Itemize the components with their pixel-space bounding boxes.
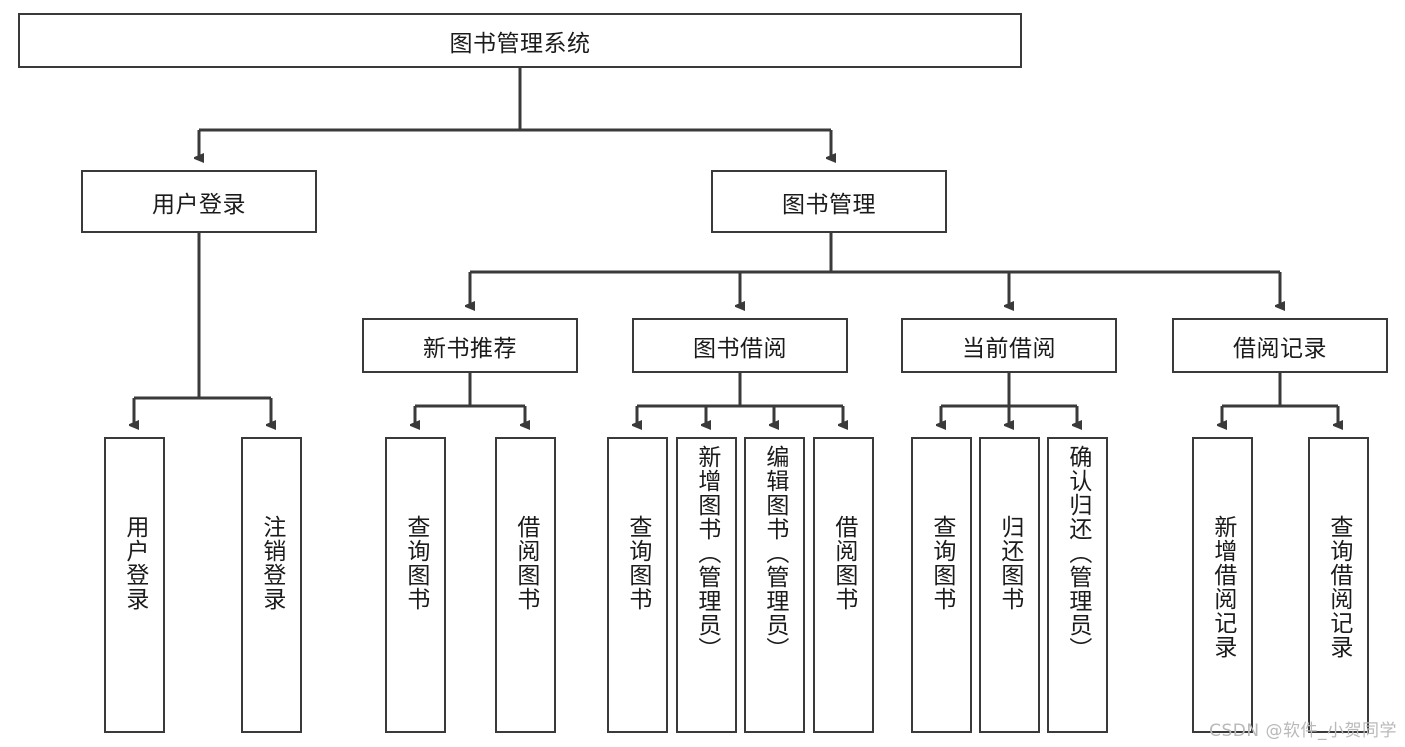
node-new-book-recommend-label: 新书推荐 (423, 335, 517, 362)
leaf-label: 查询借阅记录 (1325, 515, 1352, 659)
leaf-label: 新增图书（管理员） (693, 445, 720, 661)
leaf-user-login-logout[interactable]: 注销登录 (241, 437, 302, 733)
leaf-label: 查询图书 (402, 515, 429, 611)
node-book-management[interactable]: 图书管理 (711, 170, 947, 233)
leaf-new-book-query[interactable]: 查询图书 (385, 437, 446, 733)
leaf-label: 查询图书 (928, 515, 955, 611)
leaf-label: 用户登录 (121, 515, 148, 611)
leaf-label: 确认归还（管理员） (1064, 445, 1091, 661)
node-book-management-label: 图书管理 (782, 191, 876, 218)
leaf-new-book-borrow[interactable]: 借阅图书 (495, 437, 556, 733)
leaf-label: 借阅图书 (830, 515, 857, 611)
leaf-label: 编辑图书（管理员） (761, 445, 788, 661)
leaf-label: 新增借阅记录 (1209, 515, 1236, 659)
node-current-borrow-label: 当前借阅 (962, 335, 1056, 362)
node-user-login[interactable]: 用户登录 (81, 170, 317, 233)
leaf-book-borrow-add[interactable]: 新增图书（管理员） (676, 437, 737, 733)
leaf-label: 借阅图书 (512, 515, 539, 611)
node-root-label: 图书管理系统 (449, 30, 591, 57)
leaf-borrow-record-query[interactable]: 查询借阅记录 (1308, 437, 1369, 733)
leaf-label: 注销登录 (258, 515, 285, 611)
leaf-book-borrow-query[interactable]: 查询图书 (607, 437, 668, 733)
node-borrow-record-label: 借阅记录 (1233, 335, 1327, 362)
node-current-borrow[interactable]: 当前借阅 (901, 318, 1117, 373)
leaf-label: 查询图书 (624, 515, 651, 611)
watermark-text: CSDN @软件_小贺同学 (1209, 721, 1397, 741)
node-new-book-recommend[interactable]: 新书推荐 (362, 318, 578, 373)
leaf-user-login-login[interactable]: 用户登录 (104, 437, 165, 733)
node-user-login-label: 用户登录 (152, 191, 246, 218)
node-borrow-record[interactable]: 借阅记录 (1172, 318, 1388, 373)
leaf-book-borrow-edit[interactable]: 编辑图书（管理员） (744, 437, 805, 733)
node-book-borrow[interactable]: 图书借阅 (632, 318, 848, 373)
leaf-current-borrow-query[interactable]: 查询图书 (911, 437, 972, 733)
leaf-current-borrow-confirm[interactable]: 确认归还（管理员） (1047, 437, 1108, 733)
leaf-label: 归还图书 (996, 515, 1023, 611)
node-book-borrow-label: 图书借阅 (693, 335, 787, 362)
leaf-current-borrow-return[interactable]: 归还图书 (979, 437, 1040, 733)
node-root[interactable]: 图书管理系统 (18, 13, 1022, 68)
leaf-borrow-record-add[interactable]: 新增借阅记录 (1192, 437, 1253, 733)
leaf-book-borrow-borrow[interactable]: 借阅图书 (813, 437, 874, 733)
